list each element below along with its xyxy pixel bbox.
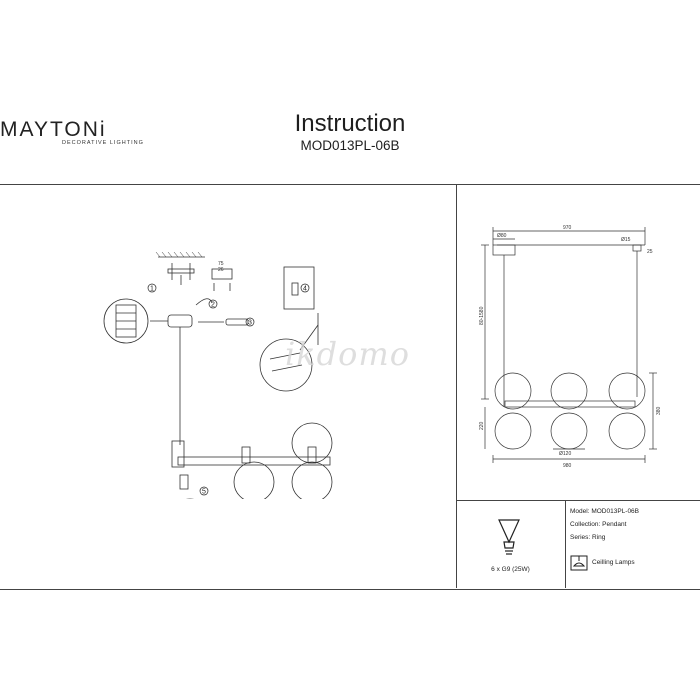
page-title: Instruction [294,110,406,137]
horizontal-divider [456,500,700,501]
step-1-marker: 1 [147,283,157,293]
dimension-drawing: 970 Ø80 Ø15 25 80-1580 220 380 Ø120 980 [479,225,662,469]
brand-name: MAYTONi [0,118,107,141]
step-2-marker: 2 [208,299,218,309]
vertical-divider [456,184,457,588]
dim-canopy: Ø80 [497,233,507,239]
dim-rod-dia: Ø15 [621,237,631,243]
step-3-marker: 3 [245,317,255,327]
drawing-frame [0,184,700,590]
dim-height-lower: 220 [479,421,485,430]
bracket-height-dim: 26 [218,267,224,273]
dim-width-bottom: 980 [563,463,572,469]
dim-shade: Ø120 [559,451,571,457]
assembly-diagram: 1 2 3 4 5 6 75 26 [103,251,333,499]
ceiling-lamp-icon [570,555,588,571]
brand-logo: MAYTONi DECORATIVE LIGHTING [0,118,144,146]
spec-series: Series: Ring [570,534,606,541]
brand-tagline: DECORATIVE LIGHTING [62,140,144,146]
dim-width-top: 970 [563,225,572,231]
dim-height-bulbs: 380 [656,406,662,415]
model-code: MOD013PL-06B [300,138,400,153]
step-2-label: 2 [211,302,215,309]
watermark: ikdomo [285,335,410,373]
spec-model: Model: MOD013PL-06B [570,508,640,515]
spec-category: Ceilling Lamps [592,559,635,566]
step-4-label: 4 [303,286,307,293]
step-5-marker: 5 [199,486,209,496]
dim-height-total: 80-1580 [479,306,485,325]
bracket-width-dim: 75 [218,261,224,267]
dim-rod-len: 25 [647,249,653,255]
spec-divider [565,500,566,588]
bulb-spec: 6 x G9 (25W) [491,566,530,573]
step-1-label: 1 [150,286,154,293]
bulb-icon [498,519,520,555]
step-5-label: 5 [202,489,206,496]
step-3-label: 3 [248,320,252,327]
step-4-marker: 4 [300,283,310,293]
spec-collection: Collection: Pendant [570,521,627,528]
